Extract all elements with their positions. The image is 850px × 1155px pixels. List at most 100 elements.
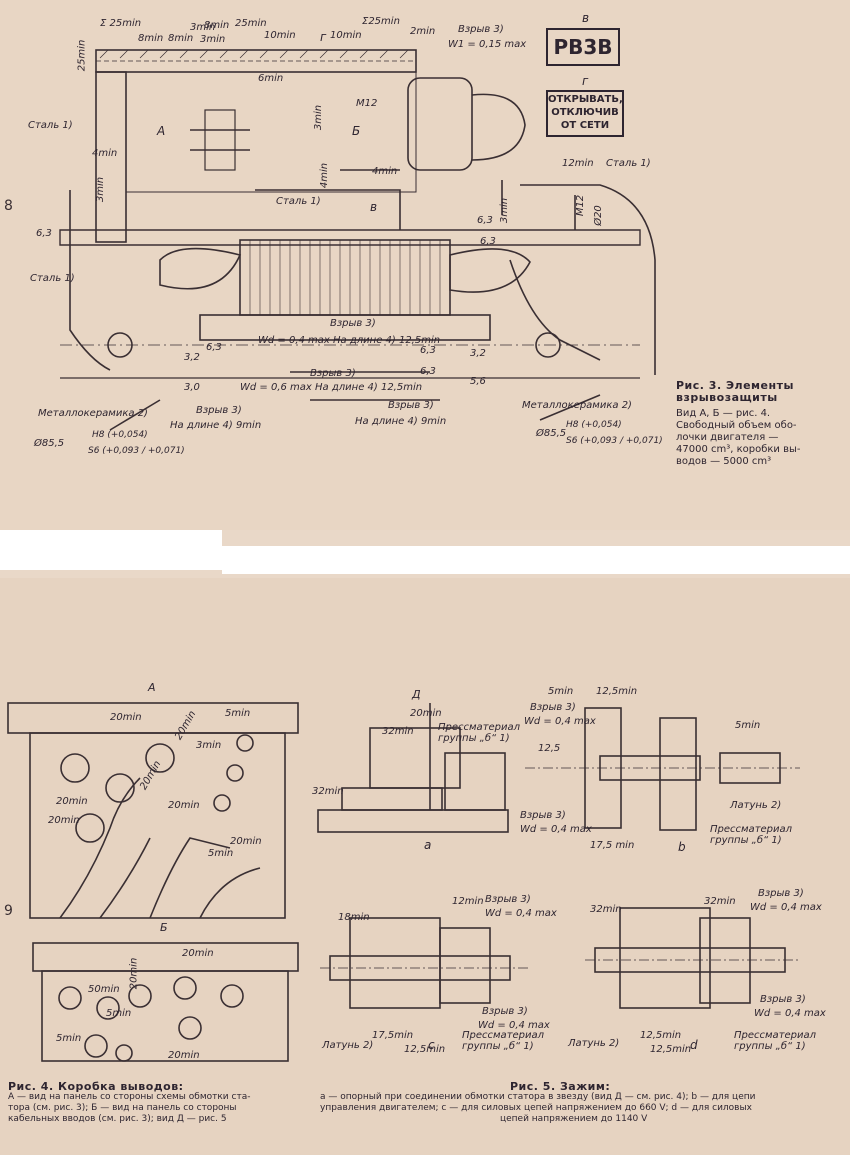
flame-gap-note: Wd = 0,4 max [754,1008,826,1019]
fig4a-cover [7,702,299,734]
flame-gap-note: Wd = 0,4 max [485,908,557,919]
fig4b-cover [32,942,299,972]
dim-label: 5min [225,708,251,719]
dim-label: 12,5min [404,1044,446,1055]
scan-gap-white [0,530,222,570]
caption-line: цепей напряжением до 1140 V [500,1114,648,1124]
figures-4-5-panel: 9 А Б Д 20min 5min 3min 20min 20min 20mi… [0,578,850,1155]
stator-core [239,239,451,316]
terminal [145,743,175,773]
dim-label: 18min [338,912,370,923]
view-letter: г [320,30,327,44]
figure-4-caption: Рис. 4. Коробка выводов: А — вид на пане… [8,1081,308,1125]
caption-line: а — опорный при соединении обмотки стато… [320,1092,756,1102]
winding-right [449,248,531,293]
material-steel: Сталь 1) [30,273,75,284]
dim-label: 32min [704,896,736,907]
dim-label: 12,5min [596,686,638,697]
dim-label: 32min [312,786,344,797]
dim-label: 6,3 [36,228,52,239]
explode-note: Взрыв 3) [388,400,434,411]
material-brass: Латунь 2) [730,800,782,811]
material-press: Прессматериал группы „б“ 1) [734,1030,817,1052]
terminal [226,764,244,782]
dim-label: 5,6 [470,376,486,387]
fit-tolerance: H8 (+0,054) [92,430,148,440]
scan-gap-white [222,546,850,574]
caption-title: Рис. 5. Зажим: [510,1080,611,1093]
dim-label: 3min [190,22,216,33]
dim-label: 8min [168,33,194,44]
explode-note: Взрыв 3) [758,888,804,899]
dim-label: 25min [76,39,88,72]
fit-tolerance: S6 (+0,093 / +0,071) [88,446,185,456]
subfigure-letter: а [424,838,432,852]
dim-label: 5min [208,848,234,859]
flame-gap-note: Wd = 0,6 max На длине 4) 12,5min [240,382,423,393]
material-press: Прессматериал группы „б“ 1) [462,1030,545,1052]
dim-label: 5min [56,1033,82,1044]
dim-label: 20min [128,957,140,990]
cable-gland [407,77,473,171]
dim-label: 10min [330,30,362,41]
bearing-left [107,332,133,358]
material-press: Прессматериал группы „б“ 1) [710,824,793,846]
dim-label: 2min [410,26,436,37]
explode-note: Взрыв 3) [196,405,242,416]
dim-label: 10min [264,30,296,41]
warning-line: ОТКРЫВАТЬ, [548,94,623,105]
flame-gap-note: Wd = 0,4 max [750,902,822,913]
dim-label: 4min [92,148,118,159]
dim-label: Σ25min [362,16,400,27]
dim-label: 4min [319,162,331,189]
flame-gap-note: W1 = 0,15 max [448,39,527,50]
dim-label: 12min [452,896,484,907]
fig5c-insulator [349,917,441,1009]
length-note: На длине 4) 9min [355,416,447,427]
subfigure-letter: d [690,1038,698,1052]
length-note: На длине 4) 9min [170,420,262,431]
subfigure-letter: b [678,840,686,854]
material-steel: Сталь 1) [276,196,321,207]
dim-label: 5min [735,720,761,731]
terminal [105,773,135,803]
dim-label: 17,5min [372,1030,414,1041]
fig5a-base [317,809,509,833]
flame-gap-note: Wd = 0,4 max [478,1020,550,1031]
dim-label: 20min [168,1050,200,1061]
caption-line: управления двигателем; c — для силовых ц… [320,1103,752,1113]
dim-label: 3min [313,104,325,131]
explode-note: Взрыв 3) [760,994,806,1005]
figure-3-drawing [59,49,656,431]
figures-4-5-drawing [7,702,800,1062]
explode-note: Взрыв 3) [530,702,576,713]
figure-5-caption: Рис. 5. Зажим: а — опорный при соединени… [320,1081,840,1125]
explode-note: Взрыв 3) [458,24,504,35]
flame-gap-note: Wd = 0,4 max [520,824,592,835]
dim-label: 12,5min [640,1030,682,1041]
flame-gap-note: Wd = 0,4 max [524,716,596,727]
material-brass: Латунь 2) [322,1040,374,1051]
dim-label: 8min [204,20,230,31]
material-steel: Сталь 1) [606,158,651,169]
fit-tolerance: H8 (+0,054) [566,420,622,430]
view-letter: Б [352,124,361,138]
dim-label: 3min [499,197,511,224]
material-cermet: Металлокерамика 2) [38,408,148,419]
flame-gap-note: Wd = 0,4 max На длине 4) 12,5min [258,335,441,346]
diameter: Ø85,5 [536,428,567,439]
rotor-shaft [199,314,491,341]
figure-3-caption: Рис. 3. Элементы взрывозащиты Вид А, Б —… [676,380,826,468]
caption-line: Вид А, Б — рис. 4. [676,408,771,419]
dim-label: 20min [48,815,80,826]
dim-label: 6,3 [420,345,436,356]
end-shield-right [520,184,656,375]
fig4a-box [29,732,286,919]
explode-note: Взрыв 3) [330,318,376,329]
dim-label: 50min [88,984,120,995]
material-cermet: Металлокерамика 2) [522,400,632,411]
warning-line: ОТКЛЮЧИВ [551,107,619,118]
terminal [236,734,254,752]
dim-label: 6,3 [477,215,493,226]
caption-line: водов — 5000 cm³ [676,456,772,467]
